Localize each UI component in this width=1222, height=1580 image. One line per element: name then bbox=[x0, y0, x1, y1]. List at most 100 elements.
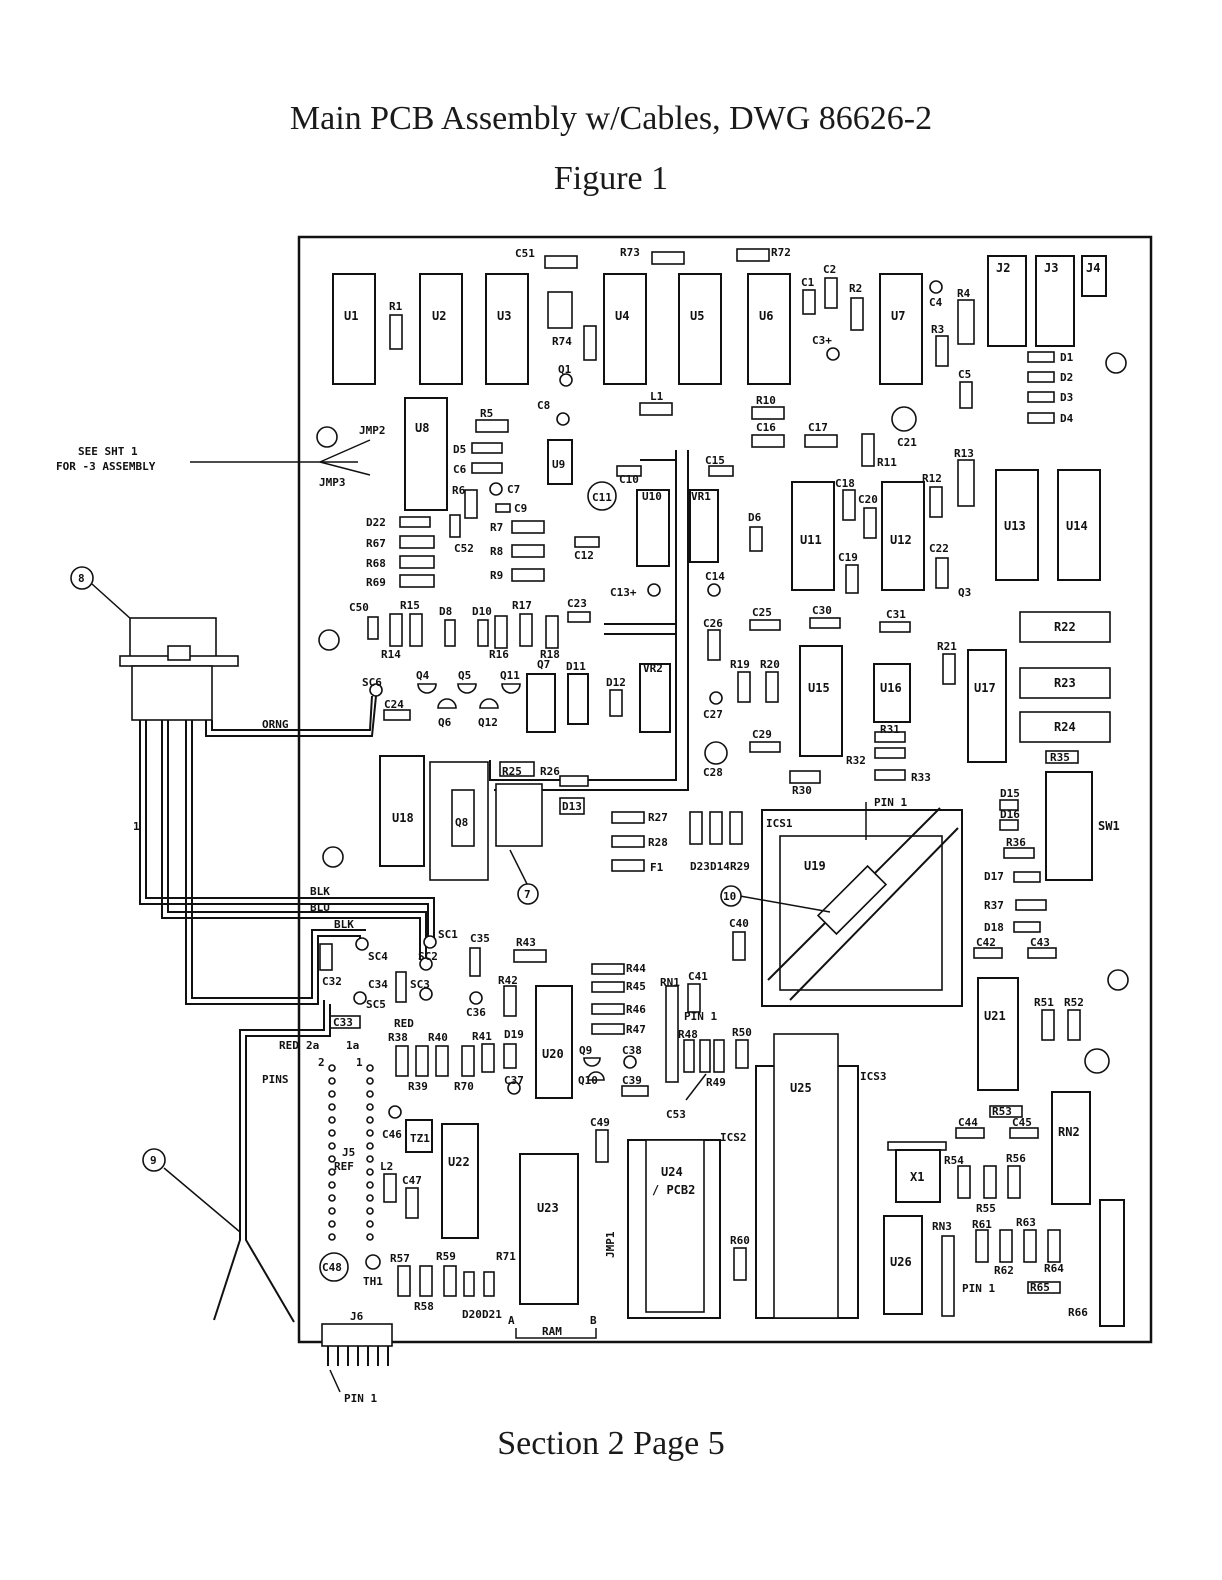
resistor-r67 bbox=[399, 535, 435, 549]
transistor-q11-label: Q11 bbox=[500, 669, 520, 682]
fuse-f1 bbox=[611, 859, 645, 872]
diode-d19-label: D19 bbox=[504, 1028, 524, 1041]
ic-u19-label: U19 bbox=[804, 859, 826, 873]
resistor-r8-label: R8 bbox=[490, 545, 503, 558]
ic-u23 bbox=[519, 1153, 579, 1305]
diode-d22-label: D22 bbox=[366, 516, 386, 529]
diode-d2-label: D2 bbox=[1060, 371, 1073, 384]
j5-pin bbox=[328, 1116, 336, 1124]
transistor-q5-label: Q5 bbox=[458, 669, 471, 682]
resistor-r9-label: R9 bbox=[490, 569, 503, 582]
resistor-r26-label: R26 bbox=[540, 765, 560, 778]
transistor-q10 bbox=[587, 1071, 605, 1081]
ic-u10 bbox=[636, 489, 670, 567]
note-leader-line bbox=[319, 461, 371, 476]
capacitor-c40 bbox=[732, 931, 746, 961]
diode-d22 bbox=[399, 516, 431, 528]
diode-d18-label: D18 bbox=[984, 921, 1004, 934]
diode-d14-label: D14 bbox=[710, 860, 730, 873]
diode-d11 bbox=[567, 673, 589, 725]
callout-10 bbox=[720, 885, 742, 907]
callout-7 bbox=[517, 883, 539, 905]
resistor-r72-label: R72 bbox=[771, 246, 791, 259]
capacitor-c7-label: C7 bbox=[507, 483, 520, 496]
j5-pin bbox=[366, 1220, 374, 1228]
ferrite-item-10 bbox=[816, 864, 888, 936]
ribbon-cable-item-10 bbox=[789, 827, 959, 1001]
ic-u17-label: U17 bbox=[974, 681, 996, 695]
resistor-r69-label: R69 bbox=[366, 576, 386, 589]
rn1-pin-1-label: PIN 1 bbox=[684, 1010, 717, 1023]
diode-d10 bbox=[477, 619, 489, 647]
ic-u14-label: U14 bbox=[1066, 519, 1088, 533]
transistor-q11 bbox=[501, 683, 521, 694]
ic-u15-label: U15 bbox=[808, 681, 830, 695]
wire-blue bbox=[167, 720, 427, 960]
mounting-hole bbox=[1105, 352, 1127, 374]
jumper-jmp1-label: JMP1 bbox=[604, 1231, 617, 1258]
resistor-r40 bbox=[435, 1045, 449, 1077]
page-title: Main PCB Assembly w/Cables, DWG 86626-2 bbox=[289, 100, 933, 137]
capacitor-c43 bbox=[1027, 947, 1057, 959]
j5-pin-2a-label: 2a bbox=[306, 1039, 319, 1052]
capacitor-c40-label: C40 bbox=[729, 917, 749, 930]
wire-black-2 bbox=[185, 720, 361, 1005]
capacitor-c14-label: C14 bbox=[705, 570, 725, 583]
capacitor-c24-label: C24 bbox=[384, 698, 404, 711]
capacitor-c31-label: C31 bbox=[886, 608, 906, 621]
resistor-r70 bbox=[461, 1045, 475, 1077]
diode-d10-label: D10 bbox=[472, 605, 492, 618]
resistor-r65-label: R65 bbox=[1030, 1281, 1050, 1294]
j5-pin bbox=[366, 1116, 374, 1124]
capacitor-c1 bbox=[802, 289, 816, 315]
ram-a-label: A bbox=[508, 1314, 515, 1327]
wire-black bbox=[139, 720, 429, 940]
ic-u1 bbox=[332, 273, 376, 385]
inductor-l1-label: L1 bbox=[650, 390, 664, 403]
ic-u17 bbox=[967, 649, 1007, 763]
transistor-q6-label: Q6 bbox=[438, 716, 452, 729]
mounting-holes bbox=[316, 352, 1129, 1074]
mounting-hole bbox=[891, 406, 917, 432]
regulator-vr2 bbox=[639, 663, 671, 733]
callout-10-leader bbox=[739, 895, 831, 913]
capacitor-c30 bbox=[809, 617, 841, 629]
resistor-r72 bbox=[736, 248, 770, 262]
capacitor-c1-label: C1 bbox=[801, 276, 815, 289]
resistor-r29-label: R29 bbox=[730, 860, 750, 873]
resistor-r60-label: R60 bbox=[730, 1234, 750, 1247]
ic-u24-pcb2-label: / PCB2 bbox=[652, 1183, 695, 1197]
capacitor-c35-label: C35 bbox=[470, 932, 490, 945]
resistor-network-rn1 bbox=[665, 985, 679, 1083]
u18-region: U18 Q8 R25 R26 D13 7 bbox=[379, 755, 589, 905]
connector-j5: PINS 2a 1a 2 1 J5 REF 9 bbox=[142, 1000, 374, 1323]
resistor-r7 bbox=[511, 520, 545, 534]
wire-number-1: 1 bbox=[133, 820, 140, 833]
resistor-r6-label: R6 bbox=[452, 484, 466, 497]
diode-d17-label: D17 bbox=[984, 870, 1004, 883]
capacitor-c31 bbox=[879, 621, 911, 633]
resistor-r62-label: R62 bbox=[994, 1264, 1014, 1277]
diode-d5-label: D5 bbox=[453, 443, 466, 456]
wire-orng-label: ORNG bbox=[262, 718, 289, 731]
resistor-r65 bbox=[1027, 1281, 1061, 1294]
switch-sw1-label: SW1 bbox=[1098, 819, 1120, 833]
resistor-r19-label: R19 bbox=[730, 658, 750, 671]
capacitor-c46 bbox=[388, 1105, 402, 1119]
cable-item-9 bbox=[213, 1080, 241, 1321]
transistor-q8-label: Q8 bbox=[455, 816, 468, 829]
ic-u22 bbox=[441, 1123, 479, 1239]
connector-j2 bbox=[987, 255, 1027, 347]
mounting-hole bbox=[1107, 969, 1129, 991]
callout-8 bbox=[70, 566, 94, 590]
capacitor-c52 bbox=[449, 514, 461, 538]
ic-u14 bbox=[1057, 469, 1101, 581]
screw-sc1 bbox=[423, 935, 437, 949]
capacitor-c10-label: C10 bbox=[619, 473, 639, 486]
resistor-r41 bbox=[481, 1043, 495, 1073]
mounting-hole bbox=[1084, 1048, 1110, 1074]
resistor-r39 bbox=[415, 1045, 429, 1077]
resistor-r1-label: R1 bbox=[389, 300, 403, 313]
resistor-r49-label: R49 bbox=[706, 1076, 726, 1089]
capacitor-c44 bbox=[955, 1127, 985, 1139]
